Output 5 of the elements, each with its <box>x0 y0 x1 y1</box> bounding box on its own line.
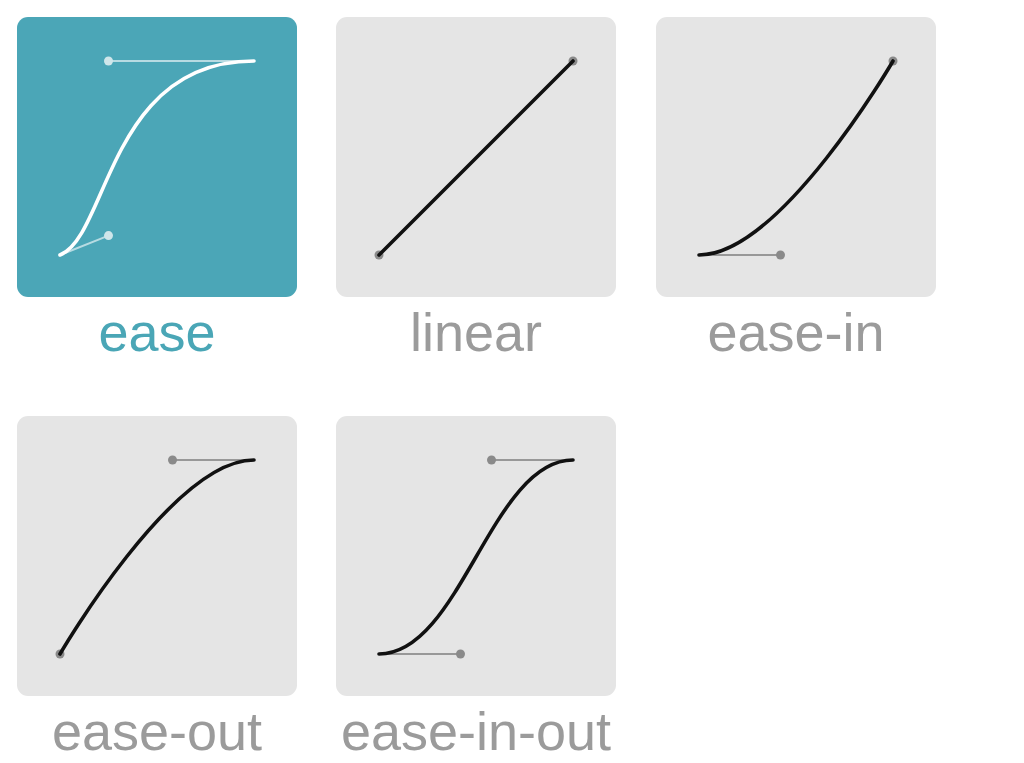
preset-label: ease-out <box>51 701 263 761</box>
preset-label: ease <box>98 302 216 362</box>
preset-label: ease-in <box>707 302 885 362</box>
preset-label: ease-in-out <box>340 701 612 761</box>
preset-label: linear <box>409 302 543 362</box>
